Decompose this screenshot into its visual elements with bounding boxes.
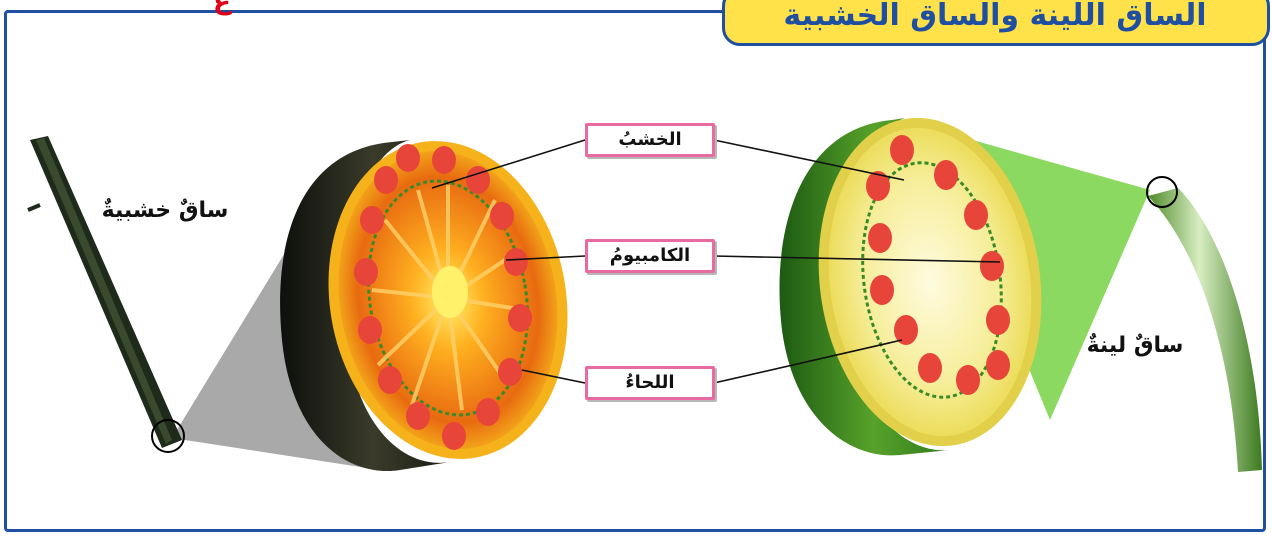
label-herbaceous-stem: ساقٌ لينةٌ: [1070, 333, 1200, 358]
label-cambium: الكامبيومُ: [585, 239, 715, 273]
woody-twig-icon: [28, 136, 182, 448]
label-phloem: اللحاءُ: [585, 366, 715, 400]
woody-stem-cross-section: [280, 122, 592, 478]
green-stalk-icon: [1148, 188, 1262, 472]
label-woody-stem: ساقٌ خشبيةٌ: [80, 198, 250, 223]
label-xylem: الخشبُ: [585, 123, 715, 157]
